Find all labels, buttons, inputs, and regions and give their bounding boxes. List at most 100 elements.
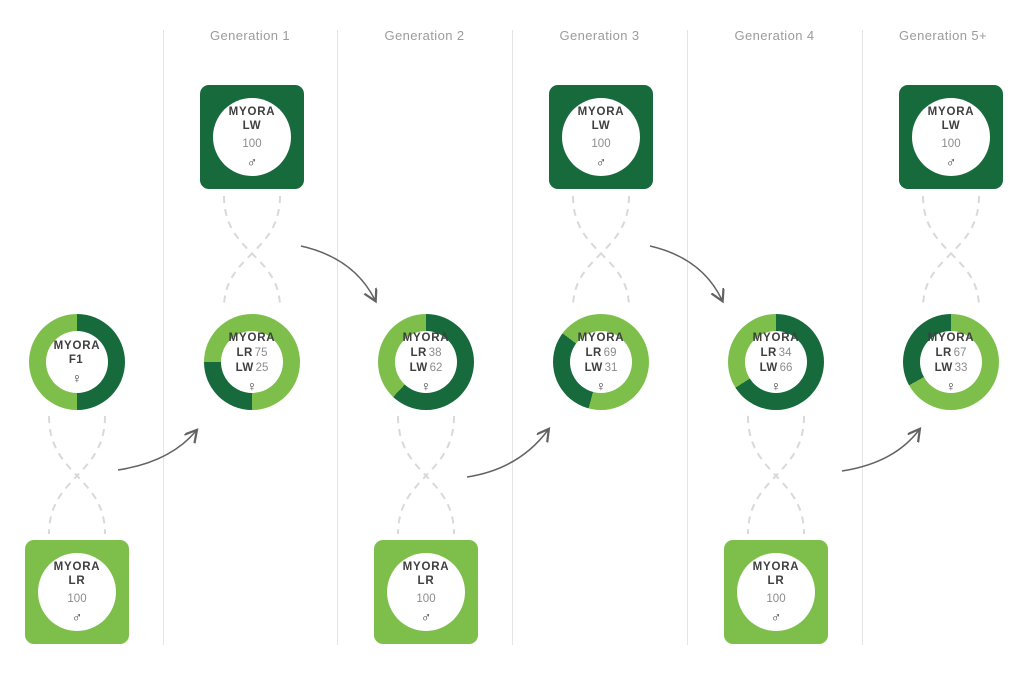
crossbreeding-lines-start [48, 415, 106, 535]
generation-header-4: Generation 4 [734, 28, 815, 43]
generation-header-1: Generation 1 [210, 28, 290, 43]
square-center: MYORA LR 100 ♂ [387, 553, 465, 631]
breed-value: 66 [779, 361, 793, 374]
male-square-lw-gen5: MYORA LW 100 ♂ [899, 85, 1003, 189]
female-icon: ♀ [595, 377, 607, 394]
breed-value: 100 [766, 593, 786, 606]
square-center: MYORA LW 100 ♂ [213, 98, 291, 176]
column-divider [862, 30, 863, 645]
breed-label: LW [759, 361, 778, 374]
breed-label: LR [760, 346, 777, 359]
brand-label: MYORA [402, 332, 450, 345]
crossbreeding-lines-gen2 [397, 415, 455, 535]
generation-header-3: Generation 3 [559, 28, 640, 43]
female-icon: ♀ [246, 377, 258, 394]
brand-label: MYORA [927, 332, 975, 345]
breed-value: 100 [591, 138, 611, 151]
female-icon: ♀ [770, 377, 782, 394]
breed-value: 75 [254, 346, 268, 359]
female-donut-f1: MYORA F1 ♀ [29, 314, 125, 410]
square-center: MYORA LR 100 ♂ [737, 553, 815, 631]
column-divider [163, 30, 164, 645]
male-square-lr-gen2: MYORA LR 100 ♂ [374, 540, 478, 644]
brand-label: MYORA [402, 560, 450, 573]
breed-label: LW [591, 120, 611, 133]
male-square-lr-start: MYORA LR 100 ♂ [25, 540, 129, 644]
brand-label: MYORA [53, 339, 101, 352]
breed-value: 62 [429, 361, 443, 374]
brand-label: MYORA [577, 332, 625, 345]
male-icon: ♂ [420, 609, 432, 626]
column-divider [512, 30, 513, 645]
breed-label: LR [585, 346, 602, 359]
brand-label: MYORA [228, 332, 276, 345]
generation-header-5: Generation 5+ [899, 28, 987, 43]
column-divider [687, 30, 688, 645]
square-center: MYORA LR 100 ♂ [38, 553, 116, 631]
male-icon: ♂ [770, 609, 782, 626]
square-center: MYORA LW 100 ♂ [562, 98, 640, 176]
crossbreeding-lines-gen1 [223, 195, 281, 309]
breed-label: LW [934, 361, 953, 374]
breed-ratio-ring-center: MYORA F1 ♀ [46, 331, 108, 393]
breed-label: LR [417, 575, 435, 588]
male-icon: ♂ [595, 154, 607, 171]
brand-label: MYORA [577, 105, 625, 118]
breed-label: LW [235, 361, 254, 374]
breed-value: 100 [242, 138, 262, 151]
breed-value: 38 [428, 346, 442, 359]
column-divider [337, 30, 338, 645]
breed-label: LR [410, 346, 427, 359]
male-square-lr-gen4: MYORA LR 100 ♂ [724, 540, 828, 644]
breed-label: LW [409, 361, 428, 374]
female-icon: ♀ [71, 370, 83, 387]
male-icon: ♂ [945, 154, 957, 171]
male-square-lw-gen3: MYORA LW 100 ♂ [549, 85, 653, 189]
breed-label: LR [236, 346, 253, 359]
brand-label: MYORA [752, 332, 800, 345]
male-square-lw-gen1: MYORA LW 100 ♂ [200, 85, 304, 189]
breed-value: 100 [67, 593, 87, 606]
crossbreeding-lines-gen3 [572, 195, 630, 309]
brand-label: MYORA [752, 560, 800, 573]
female-icon: ♀ [420, 377, 432, 394]
brand-label: MYORA [927, 105, 975, 118]
breed-label: LR [935, 346, 952, 359]
generation-header-2: Generation 2 [384, 28, 465, 43]
crossbreeding-lines-gen5 [922, 195, 980, 309]
female-icon: ♀ [945, 377, 957, 394]
breed-label: LR [767, 575, 785, 588]
breed-value: 69 [603, 346, 617, 359]
next-generation-arrow-5 [841, 430, 919, 472]
breed-label: LW [584, 361, 603, 374]
breed-value: 100 [941, 138, 961, 151]
crossbreeding-lines-gen4 [747, 415, 805, 535]
next-generation-arrow-4 [649, 245, 722, 300]
breed-label: F1 [68, 354, 84, 367]
breed-label: LW [242, 120, 262, 133]
brand-label: MYORA [53, 560, 101, 573]
breed-label: LR [68, 575, 86, 588]
male-icon: ♂ [246, 154, 258, 171]
next-generation-arrow-2 [300, 245, 375, 300]
next-generation-arrow-1 [117, 431, 196, 471]
brand-label: MYORA [228, 105, 276, 118]
breed-label: LW [941, 120, 961, 133]
male-icon: ♂ [71, 609, 83, 626]
breed-value: 100 [416, 593, 436, 606]
square-center: MYORA LW 100 ♂ [912, 98, 990, 176]
breed-value: 25 [255, 361, 269, 374]
breed-value: 31 [604, 361, 618, 374]
breed-value: 67 [953, 346, 967, 359]
next-generation-arrow-3 [466, 430, 548, 478]
